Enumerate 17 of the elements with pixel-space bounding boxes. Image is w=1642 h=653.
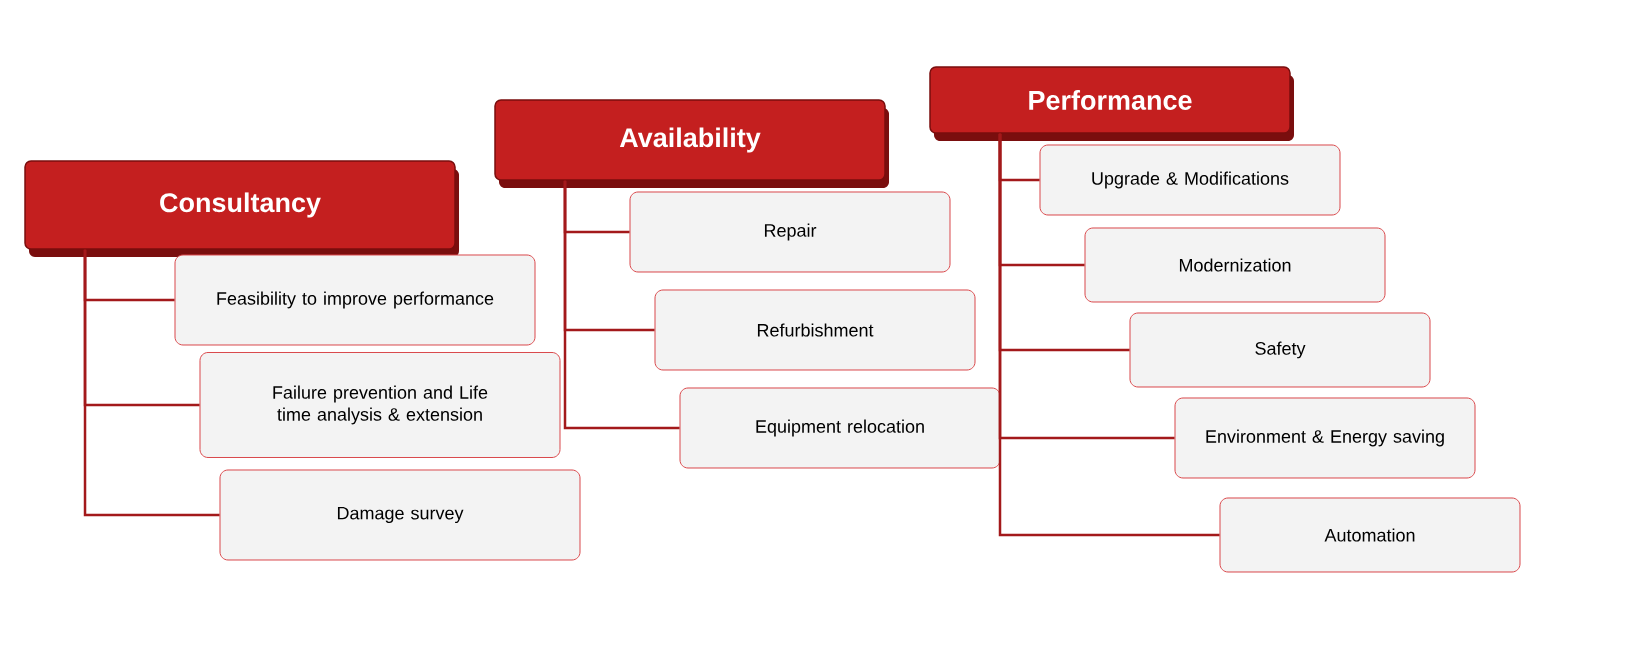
item-box: Refurbishment [654, 289, 976, 371]
item-box: Safety [1129, 312, 1431, 388]
item-box: Modernization [1084, 227, 1386, 303]
connector-line [563, 180, 680, 430]
header-box: Availability [494, 99, 886, 181]
item-box: Environment & Energy saving [1174, 397, 1476, 479]
header-box: Consultancy [24, 160, 456, 250]
header-box: Performance [929, 66, 1291, 134]
item-box: Damage survey [219, 469, 581, 561]
item-box: Feasibility to improve performance [174, 254, 536, 346]
item-box: Upgrade & Modifications [1039, 144, 1341, 216]
item-box: Equipment relocation [679, 387, 1001, 469]
item-box: Failure prevention and Life time analysis & extension [199, 352, 561, 458]
connector-line [998, 133, 1220, 537]
item-box: Automation [1219, 497, 1521, 573]
connector-line [83, 249, 220, 517]
item-box: Repair [629, 191, 951, 273]
